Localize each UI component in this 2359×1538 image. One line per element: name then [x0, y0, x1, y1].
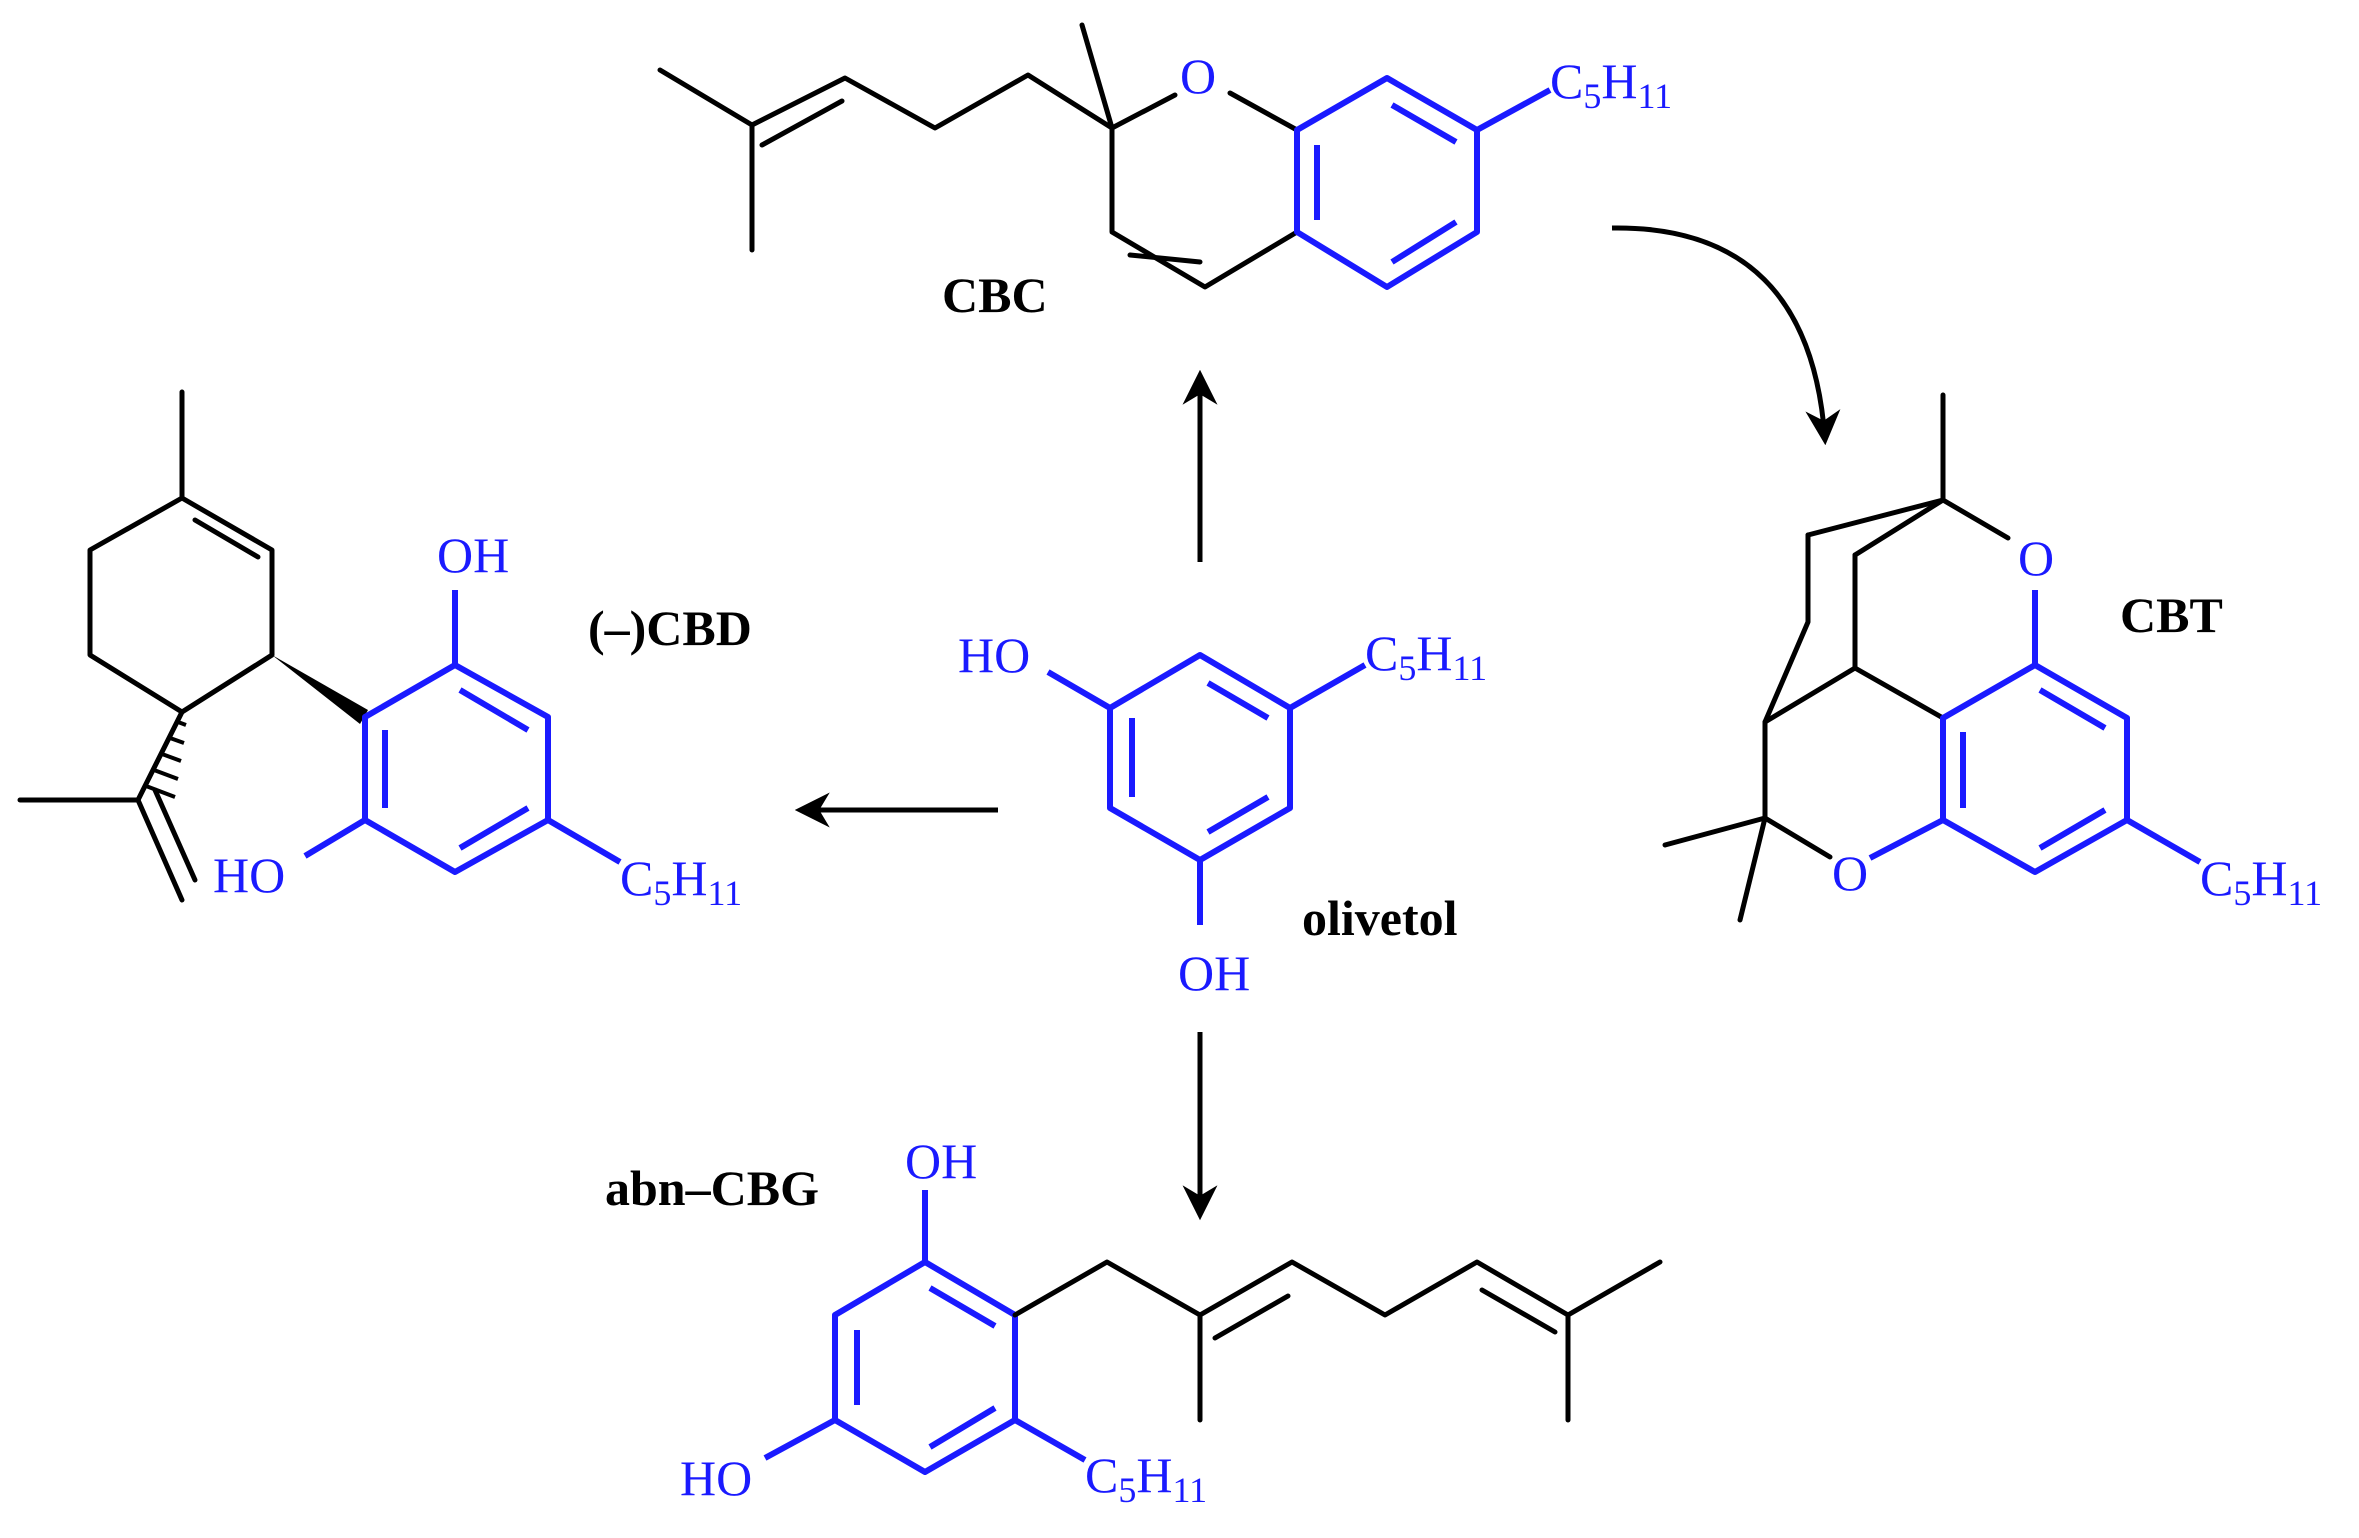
abn-cbg-structure: OH HO C5H11 abn–CBG: [605, 1133, 1663, 1510]
arrow-cbc-to-cbt: [1611, 225, 1841, 446]
reaction-arrows: [794, 225, 1841, 1221]
cbt-skeleton: [1662, 392, 2011, 923]
cbt-aromatic-ring: [1868, 590, 2202, 875]
abn-cbg-aromatic-ring: [763, 1190, 1087, 1475]
cbd-pentyl-label: C5H11: [620, 850, 742, 913]
cbd-ho-label: HO: [213, 847, 285, 903]
cbc-oxygen-label: O: [1180, 48, 1216, 104]
cbc-structure: O C5H11 CBC: [657, 22, 1672, 323]
abn-cbg-name: abn–CBG: [605, 1160, 819, 1216]
cbc-name: CBC: [942, 267, 1048, 323]
cbt-oxygen-bottom-label: O: [1832, 845, 1868, 901]
cbc-chain: [657, 22, 1300, 290]
cbt-name: CBT: [2120, 587, 2223, 643]
olivetol-pentyl-label: C5H11: [1365, 625, 1487, 688]
olivetol-ring: [1046, 652, 1367, 925]
cbt-structure: O O C5H11 CBT: [1662, 392, 2322, 923]
olivetol-name: olivetol: [1302, 890, 1458, 946]
cbd-oh-label: OH: [437, 527, 509, 583]
cbd-hash-bond: [145, 720, 187, 799]
olivetol-structure: HO OH C5H11 olivetol: [958, 625, 1487, 1001]
cbc-aromatic-ring: [1294, 75, 1552, 290]
olivetol-ho-label: HO: [958, 627, 1030, 683]
cbt-pentyl-label: C5H11: [2200, 850, 2322, 913]
cbd-structure: OH HO C5H11 (–)CBD: [17, 389, 752, 913]
cbd-wedge-bond: [272, 655, 368, 724]
cbt-oxygen-top-label: O: [2018, 530, 2054, 586]
cbc-pentyl-label: C5H11: [1550, 53, 1672, 116]
abn-cbg-geranyl-chain: [1012, 1259, 1663, 1423]
olivetol-oh-label: OH: [1178, 945, 1250, 1001]
cbd-aromatic-ring: [303, 590, 622, 875]
cbd-name: (–)CBD: [588, 600, 752, 656]
abn-cbg-oh-label: OH: [905, 1133, 977, 1189]
cbd-terpene-ring: [17, 389, 275, 903]
abn-cbg-pentyl-label: C5H11: [1085, 1447, 1207, 1510]
abn-cbg-ho-label: HO: [680, 1450, 752, 1506]
